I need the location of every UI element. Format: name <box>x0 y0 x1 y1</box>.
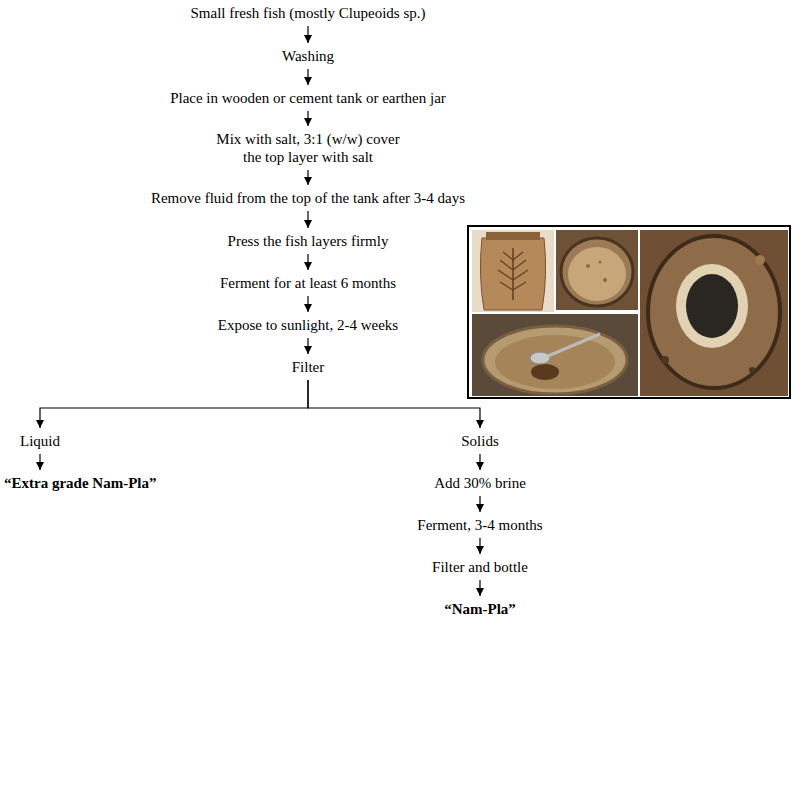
step-text: Washing <box>282 47 334 65</box>
process-step: Expose to sunlight, 2-4 weeks <box>218 316 398 334</box>
flow-arrow <box>307 69 308 85</box>
process-step: Ferment for at least 6 months <box>220 274 396 292</box>
step-text: Place in wooden or cement tank or earthe… <box>170 89 446 107</box>
photo-frame <box>468 226 790 398</box>
flow-arrow <box>39 454 40 470</box>
flow-arrow <box>307 211 308 228</box>
flow-arrow <box>307 254 308 270</box>
step-text: Remove fluid from the top of the tank af… <box>151 189 465 207</box>
step-text: Ferment for at least 6 months <box>220 274 396 292</box>
step-text: Liquid <box>20 432 60 450</box>
process-step: Filter and bottle <box>432 558 528 576</box>
process-step: Place in wooden or cement tank or earthe… <box>170 89 446 107</box>
step-text: Expose to sunlight, 2-4 weeks <box>218 316 398 334</box>
flow-arrow <box>40 380 308 428</box>
process-step: “Extra grade Nam-Pla” <box>4 474 156 492</box>
flow-arrow <box>479 454 480 470</box>
process-step: Remove fluid from the top of the tank af… <box>151 189 465 207</box>
step-text: Ferment, 3-4 months <box>417 516 542 534</box>
step-text: Small fresh fish (mostly Clupeoids sp.) <box>191 4 426 22</box>
process-step: Add 30% brine <box>434 474 526 492</box>
process-step: Solids <box>461 432 499 450</box>
flow-arrow <box>308 380 480 428</box>
flow-arrow <box>307 26 308 43</box>
process-step: “Nam-Pla” <box>444 600 516 618</box>
flow-arrow <box>479 580 480 596</box>
flow-arrow <box>479 496 480 512</box>
process-step: Filter <box>292 358 325 376</box>
step-text: Filter and bottle <box>432 558 528 576</box>
step-text: “Nam-Pla” <box>444 600 516 618</box>
jar-photo <box>472 230 554 312</box>
process-step: Ferment, 3-4 months <box>417 516 542 534</box>
process-step: Washing <box>282 47 334 65</box>
jar-top-photo <box>556 230 638 310</box>
jar-ladle-photo <box>472 314 638 396</box>
step-text: Mix with salt, 3:1 (w/w) cover the top l… <box>213 130 403 166</box>
flow-arrow <box>307 170 308 185</box>
step-text: “Extra grade Nam-Pla” <box>4 474 156 492</box>
step-text: Add 30% brine <box>434 474 526 492</box>
process-step: Small fresh fish (mostly Clupeoids sp.) <box>191 4 426 22</box>
flow-arrow <box>307 296 308 312</box>
flow-arrow <box>307 111 308 126</box>
flow-arrow <box>479 538 480 554</box>
process-step: Mix with salt, 3:1 (w/w) cover the top l… <box>213 130 403 166</box>
process-step: Liquid <box>20 432 60 450</box>
flow-arrow <box>307 338 308 354</box>
tank-photo <box>640 230 788 396</box>
step-text: Solids <box>461 432 499 450</box>
process-step: Press the fish layers firmly <box>228 232 389 250</box>
step-text: Filter <box>292 358 325 376</box>
step-text: Press the fish layers firmly <box>228 232 389 250</box>
